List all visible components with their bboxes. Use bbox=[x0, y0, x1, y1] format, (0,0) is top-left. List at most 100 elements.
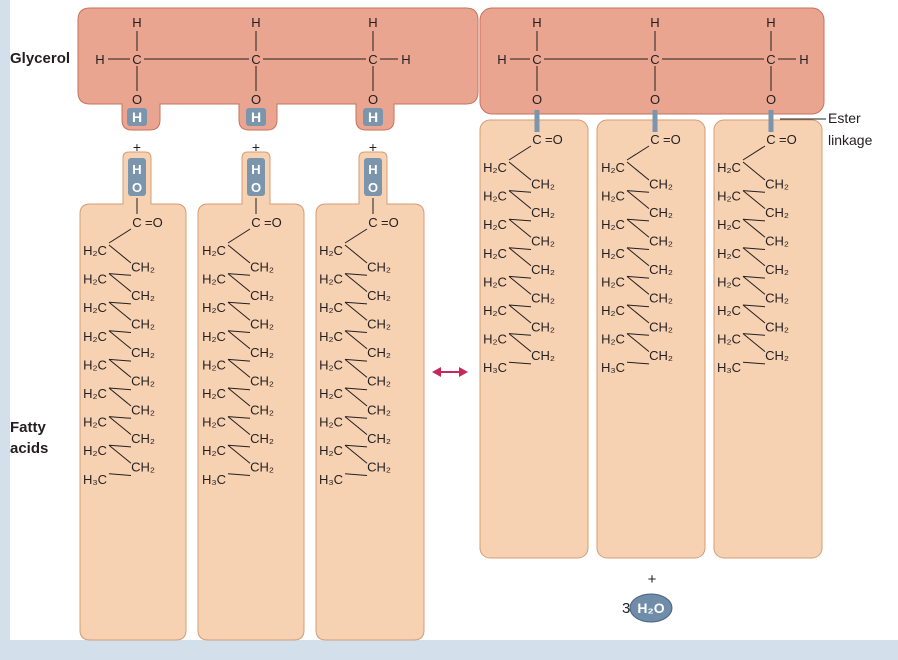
ester-chain-3-chain-bond bbox=[742, 218, 766, 238]
fatty-acids-label-line1: Fatty bbox=[10, 419, 46, 436]
ester-chain-3-methylene-right: CH₂ bbox=[765, 291, 789, 306]
ester-chain-1-chain-bond bbox=[508, 304, 532, 308]
glycerol-oxygen: O bbox=[650, 92, 660, 107]
ester-chain-3-chain-bond bbox=[742, 333, 766, 336]
ester-chain-2-methylene-right: CH₂ bbox=[649, 176, 673, 191]
fatty-acid-3-methylene-left: H₂C bbox=[319, 272, 343, 287]
ester-chain-3-carbonyl-carbon: C bbox=[766, 132, 775, 147]
ester-chain-3-methyl-group: H₃C bbox=[717, 360, 741, 375]
fatty-acid-1-methylene-left: H₂C bbox=[83, 357, 107, 372]
fatty-acid-1-methylene-left: H₂C bbox=[83, 386, 107, 401]
ester-chain-2-methylene-right: CH₂ bbox=[649, 262, 673, 277]
ester-chain-3-chain-bond bbox=[742, 218, 766, 222]
fatty-acid-2-methylene-right: CH₂ bbox=[250, 374, 274, 389]
fatty-acid-2-methylene-right: CH₂ bbox=[250, 431, 274, 446]
fatty-acid-1-methyl-group: H₃C bbox=[83, 472, 107, 487]
ester-chain-1-chain-bond bbox=[508, 333, 532, 352]
fatty-acid-1-chain-bond bbox=[108, 330, 132, 333]
ester-chain-3-methylene-right: CH₂ bbox=[765, 234, 789, 249]
fatty-acid-2-chain-bond bbox=[227, 301, 251, 305]
ester-chain-3-chain-bond bbox=[742, 190, 766, 193]
ester-chain-3-chain-bond bbox=[742, 276, 766, 295]
ester-linkage-label-line1: Ester bbox=[828, 110, 861, 126]
ester-chain-1-methylene-right: CH₂ bbox=[531, 205, 555, 220]
fatty-acids: HOC=OH₂CCH₂H₂CCH₂H₂CCH₂H₂CCH₂H₂CCH₂H₂CCH… bbox=[79, 151, 425, 641]
ester-bond-highlight bbox=[768, 110, 774, 132]
ester-chain-3-carbonyl-oxygen: =O bbox=[779, 132, 797, 147]
fatty-acid-3-methylene-right: CH₂ bbox=[367, 345, 391, 360]
fatty-acid-1-chain-bond bbox=[108, 416, 132, 435]
hydroxyl-hydrogen-badge bbox=[363, 108, 383, 126]
ester-chain-3-chain-bond bbox=[742, 361, 766, 365]
glycerol-hydrogen: H bbox=[766, 15, 775, 30]
fatty-acid-2-chain-bond bbox=[227, 228, 251, 244]
ester-chain-1-methylene-right: CH₂ bbox=[531, 262, 555, 277]
fatty-acid-2-methylene-right: CH₂ bbox=[250, 460, 274, 475]
ester-chain-2-chain-bond bbox=[626, 304, 650, 308]
hydroxyl-hydrogen-badge bbox=[127, 108, 147, 126]
ester-chain-3-methylene-right: CH₂ bbox=[765, 319, 789, 334]
ester-chain-2-methylene-right: CH₂ bbox=[649, 319, 673, 334]
ester-chain-3-methylene-right: CH₂ bbox=[765, 348, 789, 363]
ester-chain-2-methylene-left: H₂C bbox=[601, 303, 625, 318]
glycerol-hydrogen: H bbox=[650, 15, 659, 30]
fatty-acid-2-chain-bond bbox=[227, 387, 251, 391]
glycerol-hydrogen: H bbox=[251, 15, 260, 30]
ester-chain-3-chain-bond bbox=[742, 161, 766, 181]
ester-chain-1-chain-bond bbox=[508, 361, 532, 365]
fatty-acid-1-chain-bond bbox=[108, 301, 132, 305]
hydroxyl-oxygen: O bbox=[251, 180, 261, 195]
ester-chain-1-chain-bond bbox=[508, 145, 532, 161]
fatty-acid-1-chain-bond bbox=[108, 473, 132, 476]
fatty-acid-3-methylene-right: CH₂ bbox=[367, 460, 391, 475]
ester-chain-1-chain-bond bbox=[508, 218, 532, 222]
fatty-acid-3-chain-bond bbox=[344, 301, 368, 321]
ester-chain-3-box bbox=[713, 119, 823, 559]
ester-chain-2-chain-bond bbox=[626, 190, 650, 193]
hydroxyl-oxygen: O bbox=[368, 180, 378, 195]
fatty-acid-1-methylene-right: CH₂ bbox=[131, 345, 155, 360]
ester-chain-2-chain-bond bbox=[626, 218, 650, 238]
fatty-acid-2-methylene-right: CH₂ bbox=[250, 259, 274, 274]
fatty-acid-1-chain-bond bbox=[108, 273, 132, 276]
fatty-acid-3-chain-bond bbox=[344, 387, 368, 407]
ester-chain-1-chain-bond bbox=[508, 333, 532, 336]
fatty-acid-1-chain-bond bbox=[108, 387, 132, 391]
fatty-acid-2-methylene-left: H₂C bbox=[202, 300, 226, 315]
fatty-acid-2-chain-bond bbox=[227, 273, 251, 276]
glycerol-oxygen: O bbox=[766, 92, 776, 107]
fatty-acid-1-chain-bond bbox=[108, 416, 132, 419]
fatty-acid-3-chain-bond bbox=[344, 444, 368, 448]
glycerol-hydrogen: H bbox=[95, 52, 104, 67]
glycerol-carbon: C bbox=[650, 52, 659, 67]
glycerol-hydrogen: H bbox=[401, 52, 410, 67]
fatty-acid-2-chain-bond bbox=[227, 301, 251, 321]
fatty-acid-1-methylene-left: H₂C bbox=[83, 300, 107, 315]
hydroxyl-group-badge bbox=[364, 158, 382, 196]
fatty-acid-1-methylene-left: H₂C bbox=[83, 272, 107, 287]
ester-chain-2-box bbox=[596, 119, 706, 559]
ester-chain-1-methylene-right: CH₂ bbox=[531, 348, 555, 363]
fatty-acid-3-methylene-left: H₂C bbox=[319, 386, 343, 401]
ester-chain-1-chain-bond bbox=[508, 190, 532, 209]
ester-chain-1-carbonyl-carbon: C bbox=[532, 132, 541, 147]
glycerol-oxygen: O bbox=[251, 92, 261, 107]
glycerol-hydrogen: H bbox=[532, 15, 541, 30]
fatty-acid-2-methylene-right: CH₂ bbox=[250, 288, 274, 303]
fatty-acid-3-methylene-left: H₂C bbox=[319, 329, 343, 344]
fatty-acid-1-methylene-left: H₂C bbox=[83, 243, 107, 258]
glycerol-hydrogen: H bbox=[368, 15, 377, 30]
water-coefficient: 3 bbox=[622, 600, 630, 617]
fatty-acids-label-line2: acids bbox=[10, 440, 48, 457]
fatty-acid-3-carbonyl-oxygen: =O bbox=[381, 215, 399, 230]
fatty-acid-2-chain-bond bbox=[227, 416, 251, 419]
glycerol-carbon: C bbox=[132, 52, 141, 67]
fatty-acid-3-chain-bond bbox=[344, 358, 368, 362]
fatty-acid-3-methylene-left: H₂C bbox=[319, 300, 343, 315]
fatty-acid-2-chain-bond bbox=[227, 359, 251, 378]
fatty-acid-3-carbonyl-carbon: C bbox=[368, 215, 377, 230]
water-formula: H₂O bbox=[637, 600, 664, 616]
plus-sign: + bbox=[252, 139, 260, 155]
